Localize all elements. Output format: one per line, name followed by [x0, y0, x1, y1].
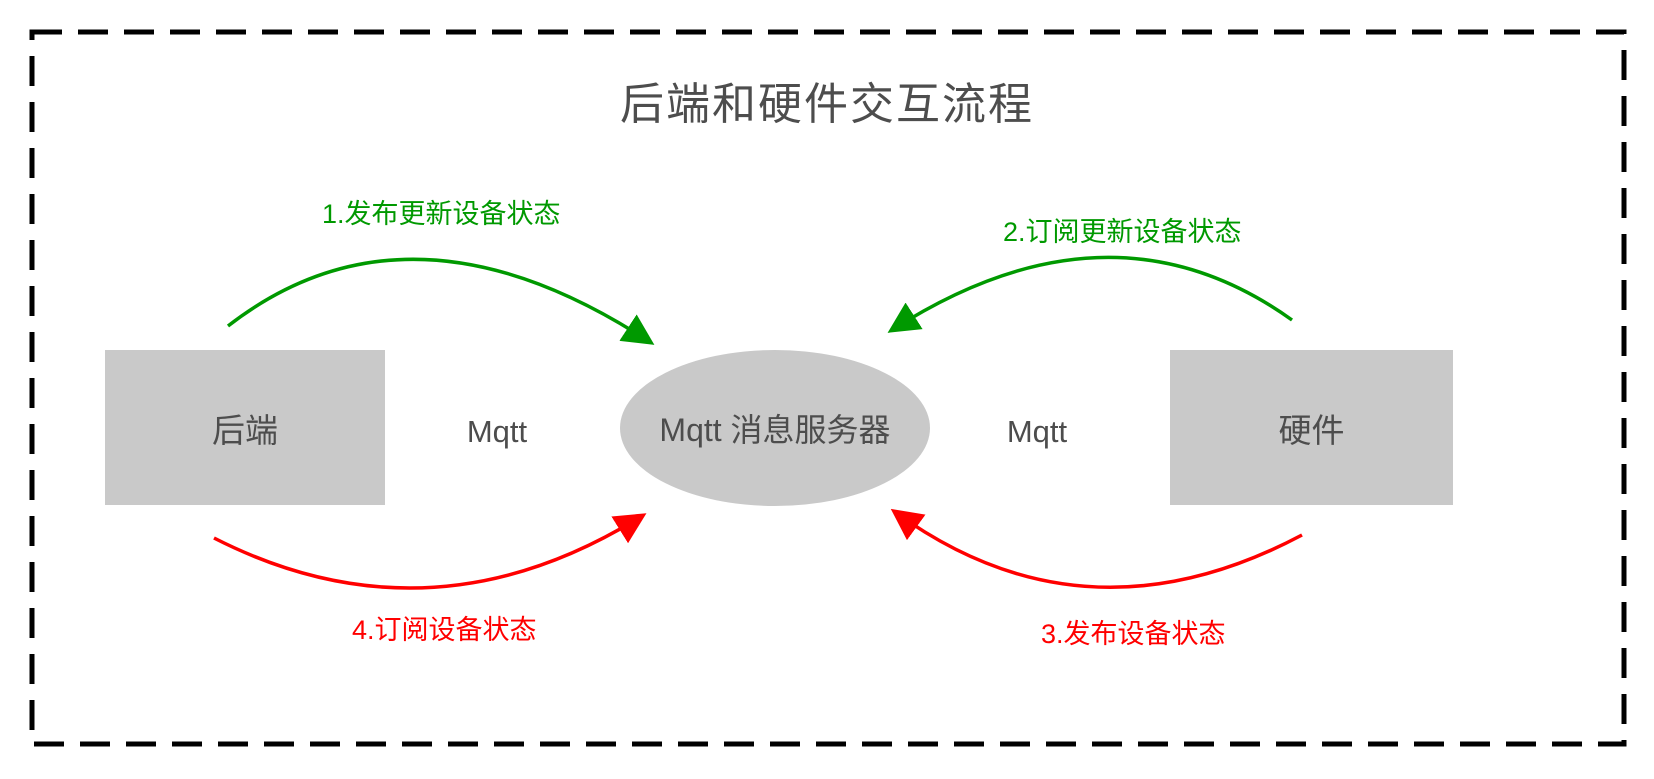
- diagram-title: 后端和硬件交互流程: [620, 80, 1034, 129]
- arrow-publish-device-status: [890, 508, 1303, 590]
- mqtt-server-node-label: Mqtt 消息服务器: [659, 412, 891, 448]
- mqtt-protocol-label-left: Mqtt: [466, 414, 528, 449]
- hardware-node-label: 硬件: [1278, 411, 1345, 449]
- hardware-node: [1170, 350, 1453, 505]
- arrow-subscribe-device-status: [213, 513, 647, 590]
- backend-node: [105, 350, 385, 505]
- arrow-subscribe-update-status: [887, 255, 1294, 333]
- mqtt-protocol-label-right: Mqtt: [1006, 414, 1068, 449]
- diagram-dashed-border: [29, 29, 1627, 747]
- arrow-label-subscribe-device-status: 4.订阅设备状态: [352, 615, 537, 645]
- arrow-label-subscribe-update-status: 2.订阅更新设备状态: [1003, 217, 1242, 247]
- arrow-label-publish-update-status: 1.发布更新设备状态: [322, 199, 561, 229]
- arrow-publish-update-status: [226, 257, 655, 345]
- mqtt-server-node: [620, 350, 930, 506]
- arrow-label-publish-device-status: 3.发布设备状态: [1041, 619, 1226, 649]
- backend-node-label: 后端: [212, 411, 278, 449]
